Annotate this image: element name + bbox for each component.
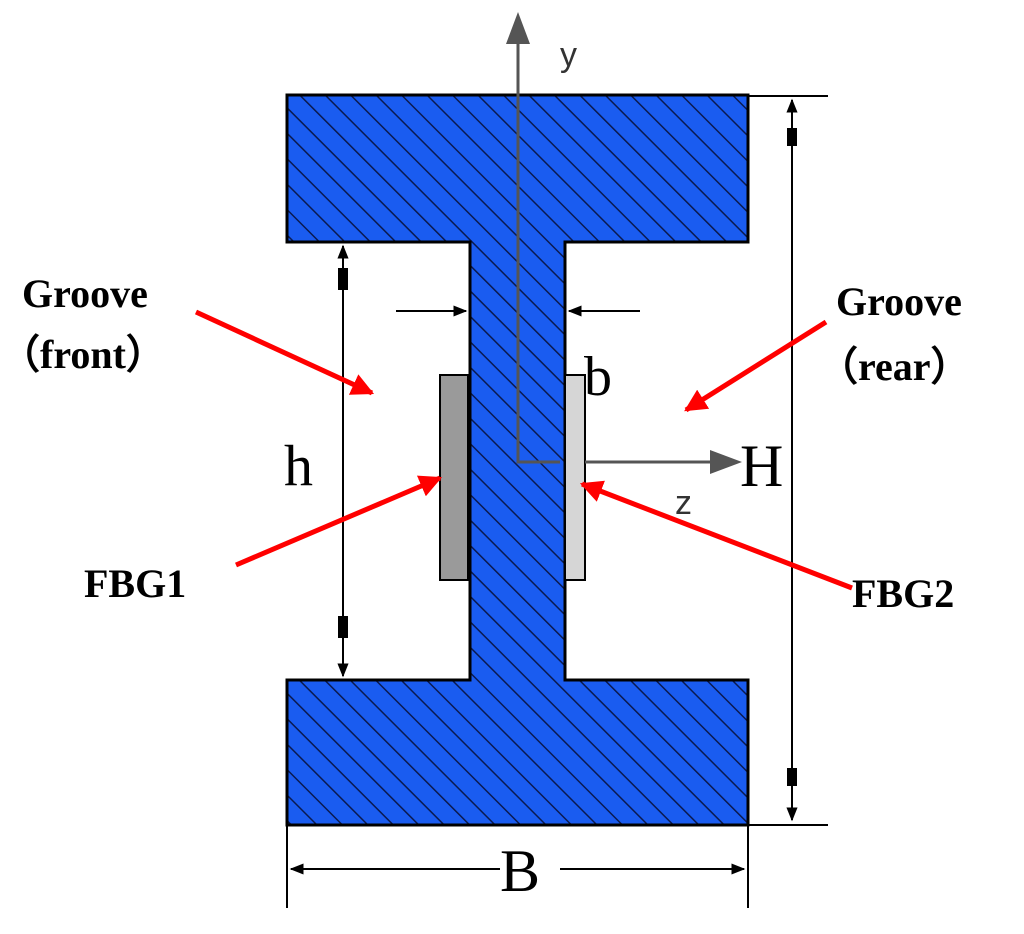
- fbg1-label: FBG1: [84, 561, 186, 606]
- fbg2-label: FBG2: [852, 571, 954, 616]
- groove-front-pointer-red-arrow-icon: [194, 309, 375, 396]
- y-axis-line: [516, 30, 560, 464]
- y-axis-label: y: [560, 36, 577, 74]
- fbg1-sensor: [439, 374, 469, 581]
- y-axis-arrow-icon: [506, 12, 530, 44]
- dimension-h-label: h: [284, 433, 313, 498]
- groove-front-title: Groove: [22, 271, 148, 316]
- z-axis-arrow-icon: [710, 450, 742, 474]
- groove-rear-pointer-red-arrow-icon: [684, 319, 828, 413]
- h-dimension-tick-bottom: [338, 616, 348, 638]
- fbg2-pointer-red-arrow-icon: [579, 480, 853, 591]
- fbg1-pointer-red-arrow-icon: [235, 475, 443, 568]
- h-dimension-tick-top: [338, 268, 348, 290]
- H-dimension-tick-top: [787, 128, 797, 146]
- groove-front-subtitle: （front）: [0, 332, 166, 377]
- groove-rear-title: Groove: [836, 279, 962, 324]
- dimension-H-label: H: [740, 433, 783, 499]
- fbg2-sensor: [564, 374, 586, 581]
- dimension-b-label: b: [584, 346, 612, 408]
- z-axis-label: z: [675, 484, 692, 522]
- dimension-B-label: B: [500, 838, 540, 904]
- groove-rear-subtitle: （rear）: [818, 344, 971, 389]
- H-dimension-tick-bottom: [787, 768, 797, 786]
